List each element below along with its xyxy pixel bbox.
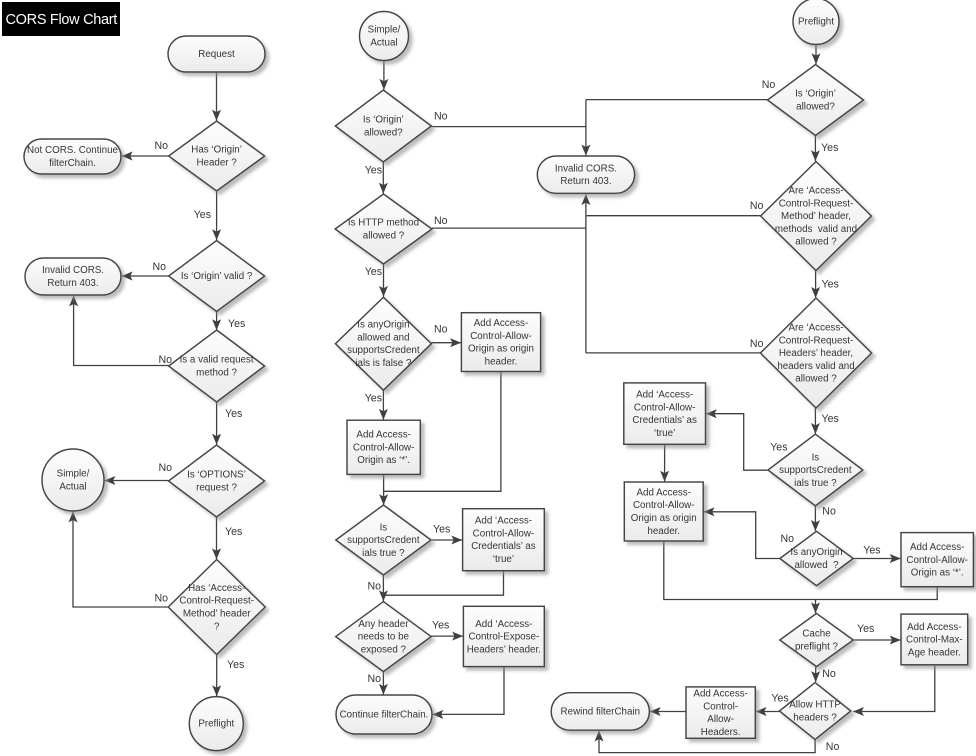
svg-text:No: No [822, 668, 836, 680]
svg-text:Yes: Yes [857, 623, 874, 635]
svg-text:No: No [158, 462, 172, 474]
svg-text:No: No [434, 111, 448, 123]
svg-text:Simple/Actual: Simple/Actual [57, 469, 90, 493]
svg-text:Has ‘Origin’Header ?: Has ‘Origin’Header ? [191, 145, 242, 169]
svg-text:Yes: Yes [225, 408, 242, 420]
svg-text:No: No [434, 215, 448, 227]
svg-text:Is ‘Origin’allowed?: Is ‘Origin’allowed? [363, 115, 404, 139]
svg-text:Is ‘OPTIONS’request ?: Is ‘OPTIONS’request ? [187, 470, 246, 494]
svg-text:Yes: Yes [225, 526, 242, 538]
svg-text:Are ‘Access-Control-Request-Me: Are ‘Access-Control-Request-Method’ head… [775, 186, 857, 248]
svg-text:Yes: Yes [228, 318, 245, 330]
svg-text:Continue filterChain.: Continue filterChain. [340, 710, 429, 721]
svg-text:No: No [762, 79, 776, 91]
svg-text:No: No [822, 506, 836, 518]
svg-text:CORS Flow Chart: CORS Flow Chart [6, 12, 118, 28]
svg-text:Add Access-Control-Max-Age hea: Add Access-Control-Max-Age header. [906, 622, 963, 659]
svg-text:Yes: Yes [365, 393, 382, 405]
svg-text:Yes: Yes [821, 142, 838, 154]
svg-text:Add Access-Control-Allow-Origi: Add Access-Control-Allow-Origin as ‘*’. [353, 430, 415, 467]
svg-text:Invalid CORS.Return 403.: Invalid CORS.Return 403. [42, 265, 104, 289]
svg-text:Simple/Actual: Simple/Actual [368, 25, 401, 49]
svg-text:No: No [154, 593, 168, 605]
svg-text:Rewind filterChain: Rewind filterChain [561, 707, 641, 718]
svg-text:Yes: Yes [770, 442, 787, 454]
svg-text:Add Access-Control-Allow-Heade: Add Access-Control-Allow-Headers. [693, 689, 747, 738]
svg-text:No: No [781, 533, 795, 545]
svg-text:Yes: Yes [863, 545, 880, 557]
svg-text:Add ‘Access-Control-Allow-Cred: Add ‘Access-Control-Allow-Credentials’ a… [471, 516, 536, 565]
svg-text:Preflight: Preflight [798, 17, 834, 28]
svg-text:Are ‘Access-Control-Request-He: Are ‘Access-Control-Request-Headers’ hea… [777, 323, 854, 385]
svg-text:Yes: Yes [822, 413, 839, 425]
svg-text:Invalid CORS.Return 403.: Invalid CORS.Return 403. [555, 163, 617, 187]
svg-text:No: No [158, 354, 172, 366]
svg-text:No: No [367, 581, 381, 593]
svg-text:No: No [154, 140, 168, 152]
svg-text:No: No [367, 673, 381, 685]
svg-text:Yes: Yes [227, 659, 244, 671]
svg-text:Yes: Yes [771, 693, 788, 705]
svg-text:Yes: Yes [194, 209, 211, 221]
svg-text:Preflight: Preflight [198, 719, 234, 730]
svg-text:Request: Request [198, 49, 235, 60]
svg-text:Yes: Yes [365, 165, 382, 177]
svg-text:Yes: Yes [365, 266, 382, 278]
svg-text:Add ‘Access-Control-Expose-Hea: Add ‘Access-Control-Expose-Headers’ head… [467, 619, 541, 656]
svg-text:Add Access-Control-Allow-Origi: Add Access-Control-Allow-Origin as ‘*’. [906, 542, 968, 579]
svg-text:Has ‘Access-Control-Request-Me: Has ‘Access-Control-Request-Method’ head… [179, 583, 254, 632]
svg-text:No: No [750, 338, 764, 350]
svg-text:No: No [434, 324, 448, 336]
svg-text:Add ‘Access-Control-Allow-Cred: Add ‘Access-Control-Allow-Credentials’ a… [632, 390, 697, 439]
svg-text:No: No [152, 261, 166, 273]
svg-text:No: No [750, 200, 764, 212]
svg-text:Add Access-Control-Allow-Origi: Add Access-Control-Allow-Origin as origi… [468, 318, 534, 367]
svg-text:Yes: Yes [432, 620, 449, 632]
svg-text:Yes: Yes [433, 524, 450, 536]
svg-text:Is ‘Origin’allowed?: Is ‘Origin’allowed? [795, 89, 836, 113]
svg-text:Is ‘Origin’ valid ?: Is ‘Origin’ valid ? [181, 271, 253, 282]
svg-text:No: No [826, 741, 840, 753]
svg-text:Add Access-Control-Allow-Origi: Add Access-Control-Allow-Origin as origi… [631, 487, 697, 536]
svg-text:Yes: Yes [822, 279, 839, 291]
